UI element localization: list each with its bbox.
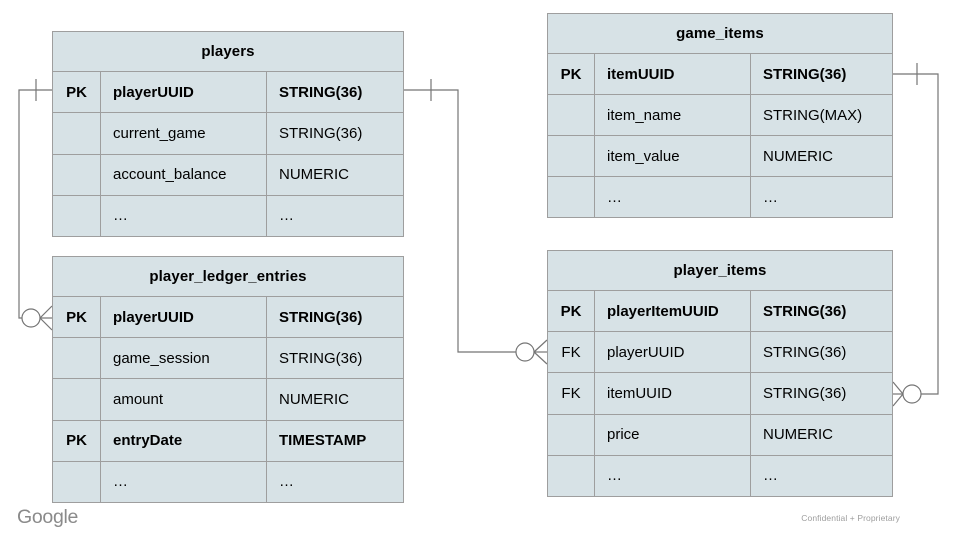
table-row: PK itemUUID STRING(36) — [548, 53, 892, 94]
table-row: PK playerUUID STRING(36) — [53, 71, 403, 113]
row-key-label — [548, 95, 594, 135]
row-column-type: … — [266, 461, 403, 503]
table-row: … … — [53, 460, 403, 503]
row-column-name: … — [594, 455, 750, 497]
relationship-players-to-ledger — [18, 79, 53, 331]
row-key-label: PK — [560, 302, 582, 320]
row-column-type: NUMERIC — [266, 379, 403, 420]
row-column-name: account_balance — [100, 154, 266, 195]
cardinality-crow-foot-icon — [892, 381, 904, 407]
table-body: PK playerItemUUID STRING(36) FK playerUU… — [548, 290, 892, 497]
row-column-type: STRING(36) — [750, 332, 892, 373]
cardinality-zero-circle-icon — [515, 342, 535, 362]
table-title: player_ledger_entries — [149, 268, 307, 285]
table-row: … … — [548, 454, 892, 497]
table-row: account_balance NUMERIC — [53, 153, 403, 195]
table-row: … … — [53, 194, 403, 236]
row-key-label — [548, 415, 594, 455]
table-row: PK playerItemUUID STRING(36) — [548, 290, 892, 332]
row-key-label — [53, 338, 100, 378]
row-column-name: amount — [100, 379, 266, 420]
table-row: current_game STRING(36) — [53, 112, 403, 154]
cardinality-crow-foot-icon — [533, 339, 548, 365]
cardinality-zero-circle-icon — [902, 384, 922, 404]
row-column-name: itemUUID — [594, 54, 750, 94]
row-column-type: STRING(36) — [750, 54, 892, 94]
row-column-name: playerUUID — [594, 332, 750, 373]
row-key-label — [53, 379, 100, 419]
table-body: PK playerUUID STRING(36) current_game ST… — [53, 71, 403, 236]
cardinality-zero-circle-icon — [21, 308, 41, 328]
row-key-label — [548, 456, 594, 496]
relationship-game-items-to-player-items — [892, 63, 939, 407]
row-column-type: STRING(36) — [266, 72, 403, 113]
table-row: PK entryDate TIMESTAMP — [53, 419, 403, 461]
row-column-name: itemUUID — [594, 373, 750, 414]
row-key-label — [53, 462, 100, 502]
row-column-name: entryDate — [100, 420, 266, 461]
table-row: item_name STRING(MAX) — [548, 94, 892, 135]
row-key-label — [53, 196, 100, 236]
cardinality-crow-foot-icon — [39, 305, 53, 331]
table-row: PK playerUUID STRING(36) — [53, 296, 403, 338]
table-row: price NUMERIC — [548, 413, 892, 455]
confidential-note: Confidential + Proprietary — [801, 513, 900, 523]
row-column-name: playerItemUUID — [594, 291, 750, 332]
entity-table-player-ledger-entries: player_ledger_entries PK playerUUID STRI… — [52, 256, 404, 503]
row-column-name: … — [100, 195, 266, 236]
table-row: item_value NUMERIC — [548, 135, 892, 176]
row-column-type: STRING(36) — [266, 297, 403, 338]
row-key-label: FK — [561, 343, 581, 361]
table-title: game_items — [676, 25, 764, 42]
row-column-name: playerUUID — [100, 72, 266, 113]
row-key-label: PK — [66, 432, 87, 450]
entity-table-game-items: game_items PK itemUUID STRING(36) item_n… — [547, 13, 893, 218]
row-key-label: PK — [560, 65, 582, 83]
row-column-type: STRING(36) — [750, 291, 892, 332]
row-column-name: item_name — [594, 95, 750, 135]
row-column-type: … — [266, 195, 403, 236]
row-column-name: current_game — [100, 113, 266, 154]
row-column-name: … — [100, 461, 266, 503]
relationship-players-to-player-items — [404, 79, 548, 365]
row-key-label: PK — [66, 308, 87, 326]
row-key-label: FK — [561, 385, 581, 402]
row-key-label: PK — [66, 83, 87, 101]
row-column-type: STRING(36) — [266, 113, 403, 154]
row-key-label — [548, 177, 594, 217]
table-row: game_session STRING(36) — [53, 337, 403, 379]
row-column-type: … — [750, 455, 892, 497]
row-column-type: NUMERIC — [750, 136, 892, 176]
row-key-label — [548, 136, 594, 176]
table-row: FK itemUUID STRING(36) — [548, 372, 892, 414]
table-title: players — [201, 43, 255, 60]
table-row: … … — [548, 176, 892, 217]
row-column-name: playerUUID — [100, 297, 266, 338]
row-key-label — [53, 113, 100, 153]
row-column-type: STRING(36) — [266, 338, 403, 379]
row-key-label — [53, 155, 100, 195]
row-column-type: … — [750, 177, 892, 217]
row-column-type: NUMERIC — [266, 154, 403, 195]
row-column-type: TIMESTAMP — [266, 420, 403, 461]
table-row: FK playerUUID STRING(36) — [548, 331, 892, 373]
table-row: amount NUMERIC — [53, 378, 403, 420]
row-column-name: item_value — [594, 136, 750, 176]
row-column-name: … — [594, 177, 750, 217]
row-column-type: NUMERIC — [750, 414, 892, 455]
row-column-type: STRING(36) — [750, 373, 892, 414]
entity-table-players: players PK playerUUID STRING(36) current… — [52, 31, 404, 237]
table-title: player_items — [673, 262, 767, 279]
row-column-name: game_session — [100, 338, 266, 379]
table-body: PK playerUUID STRING(36) game_session ST… — [53, 296, 403, 503]
table-body: PK itemUUID STRING(36) item_name STRING(… — [548, 53, 892, 217]
entity-table-player-items: player_items PK playerItemUUID STRING(36… — [547, 250, 893, 497]
google-logo: Google — [17, 506, 79, 528]
row-column-type: STRING(MAX) — [750, 95, 892, 135]
row-column-name: price — [594, 414, 750, 455]
